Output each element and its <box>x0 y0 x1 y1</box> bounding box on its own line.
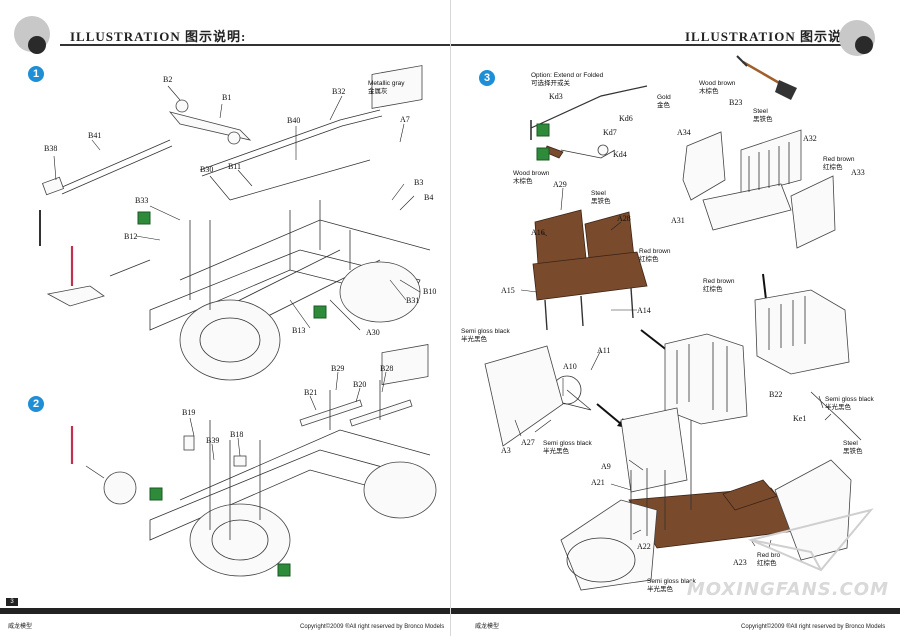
page-header-title: ILLUSTRATION 图示说明: <box>685 29 862 44</box>
part-label-b1: B1 <box>222 93 232 102</box>
watermark: MOXINGFANS.COM <box>686 579 889 600</box>
footer-copyright: Copyright©2009 ®All right reserved by Br… <box>741 624 886 630</box>
part-label-a11: A11 <box>597 346 611 355</box>
footer-brand: 威龙模型 <box>8 624 33 630</box>
footer-brand: 威龙模型 <box>475 624 500 630</box>
part-label-a28: A28 <box>617 214 631 223</box>
part-label-b32: B32 <box>332 87 346 96</box>
paper-plane-logo <box>747 508 874 572</box>
part-label-kd6: Kd6 <box>619 114 633 123</box>
footer-bar <box>451 608 900 614</box>
part-label-kd3: Kd3 <box>549 92 563 101</box>
part-label-a16: A16 <box>531 228 545 237</box>
part-label-a33: A33 <box>851 168 865 177</box>
part-label-b19: B19 <box>182 408 196 417</box>
paint-note-semi-gloss-2: Semi gloss black 半光黑色 <box>543 440 592 455</box>
part-label-a14: A14 <box>637 306 651 315</box>
paint-note-semi-gloss-3: Semi gloss black 半光黑色 <box>825 396 874 411</box>
paint-note-steel-3: Steel 黑铁色 <box>843 440 863 455</box>
part-label-ke1: Ke1 <box>793 414 807 423</box>
paint-note-gold: Gold 金色 <box>657 94 671 109</box>
paint-note-metallic-gray: Metallic gray 金属灰 <box>368 80 405 95</box>
part-label-b20: B20 <box>353 380 367 389</box>
part-label-a10: A10 <box>563 362 577 371</box>
part-label-b39: B39 <box>206 436 220 445</box>
part-label-a15: A15 <box>501 286 515 295</box>
header-rule <box>60 44 450 46</box>
paint-note-semi-gloss-4: Semi gloss black 半光黑色 <box>647 578 696 593</box>
part-label-b12: B12 <box>124 232 138 241</box>
part-label-a22: A22 <box>637 542 651 551</box>
part-label-b41: B41 <box>88 131 102 140</box>
step-badge-1: 1 <box>28 66 44 82</box>
footer-bar <box>0 608 450 614</box>
paint-note-steel-horn: Steel 黑铁色 <box>591 190 611 205</box>
part-label-a31: A31 <box>671 216 685 225</box>
part-label-b33: B33 <box>135 196 149 205</box>
header-circle-small <box>28 36 46 54</box>
part-label-a27: A27 <box>521 438 535 447</box>
part-label-b13: B13 <box>292 326 306 335</box>
left-page: ILLUSTRATION 图示说明: 1 2 <box>0 16 450 630</box>
part-label-b31: B31 <box>406 296 420 305</box>
part-label-a30: A30 <box>366 328 380 337</box>
paint-note-red-brown-3: Red brown 红棕色 <box>703 278 735 293</box>
part-label-b4: B4 <box>424 193 434 202</box>
paint-note-red-brown-1: Red brown 红棕色 <box>823 156 855 171</box>
step-badge-2: 2 <box>28 396 44 412</box>
part-label-a34: A34 <box>677 128 691 137</box>
paint-note-steel-shovel: Steel 黑铁色 <box>753 108 773 123</box>
right-page: ILLUSTRATION 图示说明: 3 <box>450 0 900 636</box>
part-label-kd4: Kd4 <box>613 150 627 159</box>
header-circle-small <box>855 36 873 54</box>
part-label-b29: B29 <box>331 364 345 373</box>
part-label-a7: A7 <box>400 115 410 124</box>
part-label-a9: A9 <box>601 462 611 471</box>
part-label-b3: B3 <box>414 178 424 187</box>
part-label-a32: A32 <box>803 134 817 143</box>
part-label-a3: A3 <box>501 446 511 455</box>
part-label-a23: A23 <box>733 558 747 567</box>
part-label-a29: A29 <box>553 180 567 189</box>
part-label-a21: A21 <box>591 478 605 487</box>
paint-note-wood-brown-shovel: Wood brown 木棕色 <box>699 80 736 95</box>
part-label-b21: B21 <box>304 388 318 397</box>
step3-illustration <box>484 55 862 591</box>
paint-note-semi-gloss-1: Semi gloss black 半光黑色 <box>461 328 510 343</box>
part-label-b22: B22 <box>769 390 783 399</box>
part-label-b2: B2 <box>163 75 173 84</box>
page-header-title: ILLUSTRATION 图示说明: <box>70 29 247 44</box>
part-label-b11: B11 <box>228 162 242 171</box>
part-label-b28: B28 <box>380 364 394 373</box>
paint-note-wood-brown-horn: Wood brown 木棕色 <box>513 170 550 185</box>
part-label-kd7: Kd7 <box>603 128 617 137</box>
part-label-b38: B38 <box>44 144 58 153</box>
footer-copyright: Copyright©2009 ®All right reserved by Br… <box>300 624 445 630</box>
header-rule <box>451 44 841 46</box>
step-badge-3: 3 <box>479 70 495 86</box>
part-label-b10: B10 <box>423 287 437 296</box>
paint-note-red-brown-2: Red brown 红棕色 <box>639 248 671 263</box>
paint-note-option: Option: Extend or Folded 可选择开或关 <box>531 72 604 87</box>
step1-illustration <box>39 65 437 577</box>
part-label-b18: B18 <box>230 430 244 439</box>
page-number: 3 <box>6 598 18 606</box>
part-label-b40: B40 <box>287 116 301 125</box>
paint-note-red-brown-4: Red bro 红棕色 <box>757 552 781 567</box>
part-label-b23: B23 <box>729 98 743 107</box>
part-label-b30: B30 <box>200 165 214 174</box>
